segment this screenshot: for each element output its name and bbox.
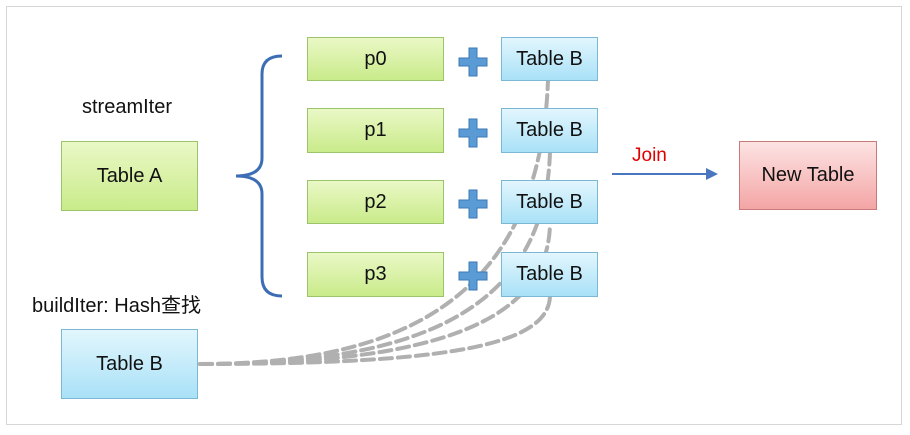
join-arrow-head [706, 168, 718, 180]
plus-icon [458, 189, 488, 219]
build-iter-label: buildIter: Hash查找 [32, 295, 201, 317]
table-b-pair-label: Table B [516, 47, 583, 70]
table-b-pair-2: Table B [501, 180, 598, 224]
partition-p1-box: p1 [307, 108, 444, 153]
partition-label: p3 [364, 263, 387, 285]
plus-icon [458, 118, 488, 148]
partition-label: p2 [364, 190, 387, 213]
partition-label: p0 [364, 47, 387, 70]
new-table-label: New Table [761, 164, 855, 186]
plus-icon [458, 47, 488, 77]
table-b-pair-label: Table B [516, 263, 583, 285]
partition-label: p1 [364, 119, 387, 141]
table-b-pair-3: Table B [501, 252, 598, 297]
partition-p2-box: p2 [307, 180, 444, 224]
join-label: Join [632, 145, 667, 166]
table-b-build-box: Table B [61, 329, 198, 399]
table-b-pair-1: Table B [501, 108, 598, 153]
table-b-pair-label: Table B [516, 119, 583, 141]
dashed-link-3 [198, 293, 552, 366]
partition-p3-box: p3 [307, 252, 444, 297]
table-a-box: Table A [61, 141, 198, 211]
table-b-pair-0: Table B [501, 37, 598, 81]
table-b-build-label: Table B [96, 352, 163, 375]
new-table-box: New Table [739, 141, 877, 210]
partition-p0-box: p0 [307, 37, 444, 81]
table-a-label: Table A [96, 164, 163, 187]
curly-brace [235, 54, 283, 298]
table-b-pair-label: Table B [516, 190, 583, 213]
stream-iter-label: streamIter [82, 96, 173, 118]
plus-icon [458, 261, 488, 291]
